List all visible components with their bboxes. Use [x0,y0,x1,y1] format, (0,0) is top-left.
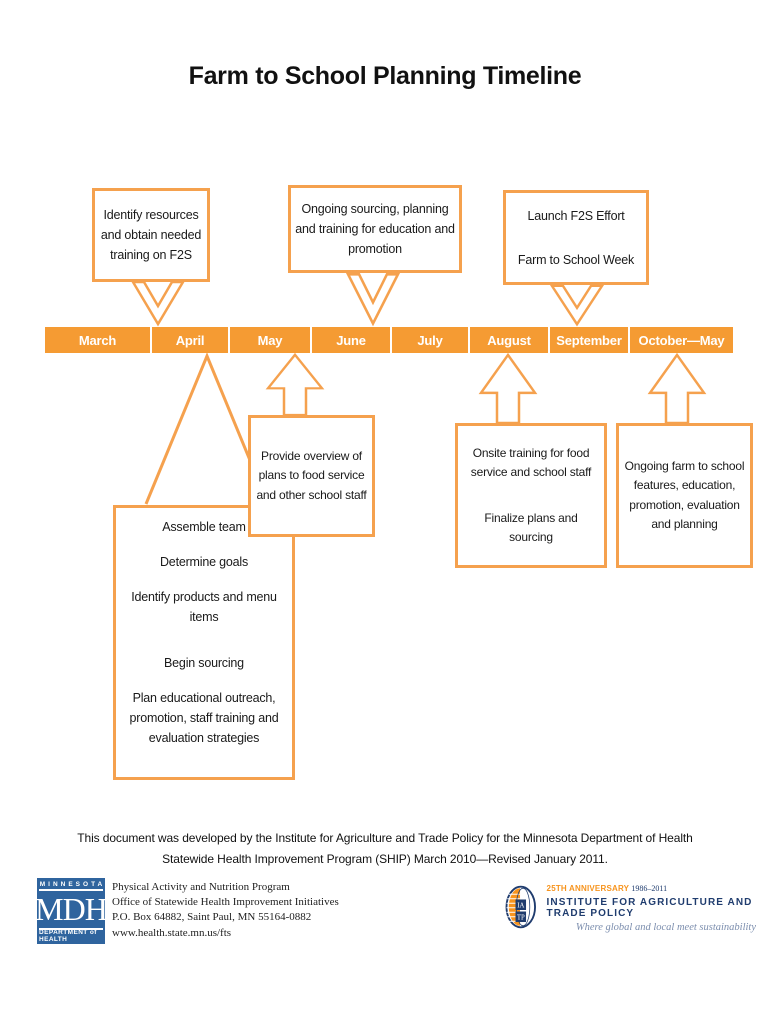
callout-ongoing-sourcing: Ongoing sourcing, planning and training … [288,185,462,273]
iatp-globe-icon: IA TP [505,885,536,929]
up-arrow-icon [265,353,325,415]
credit-line-2: Statewide Health Improvement Program (SH… [162,852,608,866]
callout-text: Farm to School Week [517,252,635,267]
callout-text: Assemble team [162,520,246,534]
timeline-month-label: May [228,327,310,353]
callout-text: Plan educational outreach, promotion, st… [129,691,279,745]
down-arrow-icon [549,285,605,327]
page-title: Farm to School Planning Timeline [188,62,582,90]
timeline-month-label: July [390,327,468,353]
timeline-month-label: April [150,327,228,353]
callout-provide-overview: Provide overview of plans to food servic… [248,415,375,537]
iatp-monogram-bottom: TP [517,914,525,921]
callout-text: Onsite training for food service and sch… [470,446,592,480]
callout-text: Ongoing farm to school features, educati… [624,459,745,531]
iatp-years: 1986–2011 [631,884,668,893]
callout-onsite-training: Onsite training for food service and sch… [455,423,607,568]
callout-text: Identify resources and obtain needed tra… [100,208,202,262]
callout-text: Launch F2S Effort [527,208,625,223]
down-arrow-icon [130,281,186,327]
iatp-monogram-top: IA [517,902,524,909]
mdh-logo-acronym: MDH [35,891,108,927]
callout-text: Finalize plans and sourcing [484,510,578,544]
iatp-name: INSTITUTE FOR AGRICULTURE AND TRADE POLI… [546,897,753,919]
down-arrow-icon [345,273,401,327]
iatp-logo-block: IA TP 25TH ANNIVERSARY 1986–2011 INSTITU… [505,878,770,936]
iatp-text-block: 25TH ANNIVERSARY 1986–2011 INSTITUTE FOR… [547,878,770,936]
mdh-logo-department: DEPARTMENT of HEALTH [39,928,103,943]
mdh-address-line: P.O. Box 64882, Saint Paul, MN 55164-088… [112,911,312,924]
callout-ongoing-features: Ongoing farm to school features, educati… [616,423,753,568]
callout-text: Determine goals [159,555,249,569]
up-arrow-icon [144,353,270,505]
mdh-address-line: Office of Statewide Health Improvement I… [112,896,339,909]
mdh-logo: MINNESOTA MDH DEPARTMENT of HEALTH [35,878,108,944]
iatp-tagline: Where global and local meet sustainabili… [575,922,756,933]
credit-line-1: This document was developed by the Insti… [77,831,693,845]
timeline-month-label: September [548,327,628,353]
timeline-month-label: October—May [628,327,733,353]
callout-text: Ongoing sourcing, planning and training … [295,202,455,256]
iatp-anniversary-line: 25TH ANNIVERSARY 1986–2011 [547,884,770,893]
timeline-month-label: August [468,327,548,353]
mdh-address-line: www.health.state.mn.us/fts [112,926,232,939]
callout-identify-resources: Identify resources and obtain needed tra… [92,188,210,282]
mdh-address-line: Physical Activity and Nutrition Program [112,881,290,893]
up-arrow-icon [478,353,538,423]
callout-text: Begin sourcing [164,656,244,670]
up-arrow-icon [647,353,707,423]
callout-text: Identify products and menu items [131,590,277,624]
timeline-month-label: March [78,332,117,348]
mdh-logo-state: MINNESOTA [39,880,103,891]
callout-text: Provide overview of plans to food servic… [256,449,367,502]
iatp-anniversary: 25TH ANNIVERSARY [546,884,630,893]
timeline-month-label: June [310,327,390,353]
